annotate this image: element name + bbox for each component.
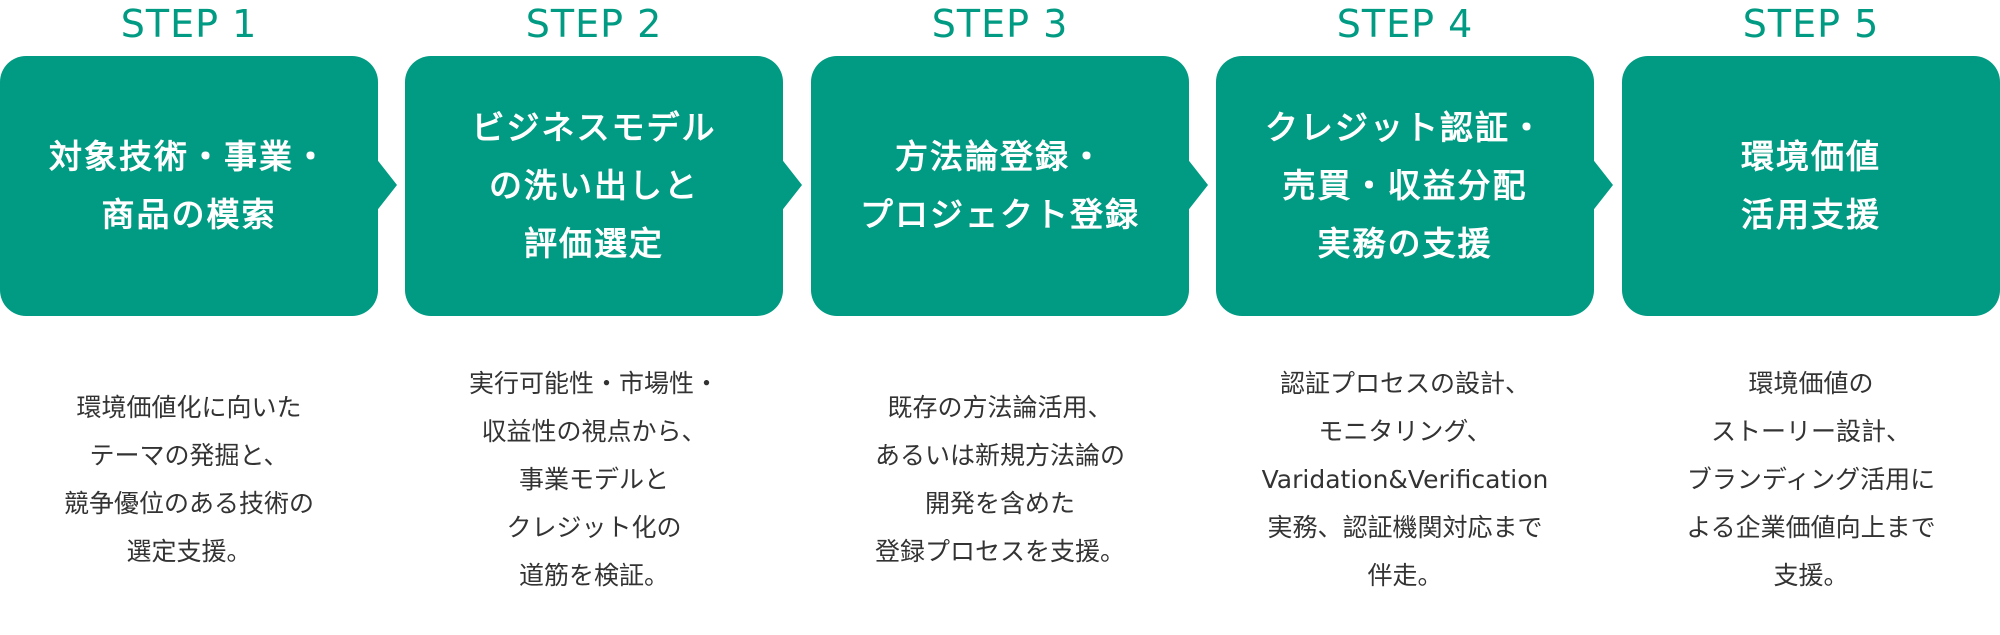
step-description: 認証プロセスの設計、 モニタリング、 Varidation&Verificati… xyxy=(1216,340,1594,620)
arrow-right-icon xyxy=(1591,157,1613,213)
step-label: STEP 3 xyxy=(931,2,1069,46)
step-5: STEP 5 環境価値 活用支援 環境価値の ストーリー設計、 ブランディング活… xyxy=(1622,0,2000,635)
step-4: STEP 4 クレジット認証・ 売買・収益分配 実務の支援 認証プロセスの設計、… xyxy=(1216,0,1613,635)
step-label: STEP 4 xyxy=(1336,2,1474,46)
step-box: 対象技術・事業・ 商品の模索 xyxy=(0,56,378,316)
step-description: 既存の方法論活用、 あるいは新規方法論の 開発を含めた 登録プロセスを支援。 xyxy=(811,340,1189,620)
step-3: STEP 3 方法論登録・ プロジェクト登録 既存の方法論活用、 あるいは新規方… xyxy=(811,0,1208,635)
arrow-right-icon xyxy=(780,157,802,213)
step-description-text: 既存の方法論活用、 あるいは新規方法論の 開発を含めた 登録プロセスを支援。 xyxy=(874,393,1125,566)
step-1: STEP 1 対象技術・事業・ 商品の模索 環境価値化に向いた テーマの発掘と、… xyxy=(0,0,397,635)
step-label: STEP 1 xyxy=(120,2,258,46)
step-title: 環境価値 活用支援 xyxy=(1741,137,1881,234)
step-box: 環境価値 活用支援 xyxy=(1622,56,2000,316)
step-description: 環境価値の ストーリー設計、 ブランディング活用に よる企業価値向上まで 支援。 xyxy=(1622,340,2000,620)
step-label: STEP 5 xyxy=(1742,2,1880,46)
arrow-right-icon xyxy=(1186,157,1208,213)
step-description-text: 実行可能性・市場性・ 収益性の視点から、 事業モデルと クレジット化の 道筋を検… xyxy=(468,369,719,590)
step-description-text: 認証プロセスの設計、 モニタリング、 Varidation&Verificati… xyxy=(1261,369,1549,590)
step-box: 方法論登録・ プロジェクト登録 xyxy=(811,56,1189,316)
step-label: STEP 2 xyxy=(525,2,663,46)
step-title: 対象技術・事業・ 商品の模索 xyxy=(49,137,329,234)
step-description-text: 環境価値化に向いた テーマの発掘と、 競争優位のある技術の 選定支援。 xyxy=(63,393,314,566)
step-title: 方法論登録・ プロジェクト登録 xyxy=(860,137,1140,234)
step-description: 環境価値化に向いた テーマの発掘と、 競争優位のある技術の 選定支援。 xyxy=(0,340,378,620)
step-description: 実行可能性・市場性・ 収益性の視点から、 事業モデルと クレジット化の 道筋を検… xyxy=(405,340,783,620)
arrow-right-icon xyxy=(375,157,397,213)
step-box: ビジネスモデル の洗い出しと 評価選定 xyxy=(405,56,783,316)
step-box: クレジット認証・ 売買・収益分配 実務の支援 xyxy=(1216,56,1594,316)
step-title: クレジット認証・ 売買・収益分配 実務の支援 xyxy=(1265,108,1545,263)
step-title: ビジネスモデル の洗い出しと 評価選定 xyxy=(471,108,717,263)
step-description-text: 環境価値の ストーリー設計、 ブランディング活用に よる企業価値向上まで 支援。 xyxy=(1686,369,1936,590)
step-2: STEP 2 ビジネスモデル の洗い出しと 評価選定 実行可能性・市場性・ 収益… xyxy=(405,0,802,635)
